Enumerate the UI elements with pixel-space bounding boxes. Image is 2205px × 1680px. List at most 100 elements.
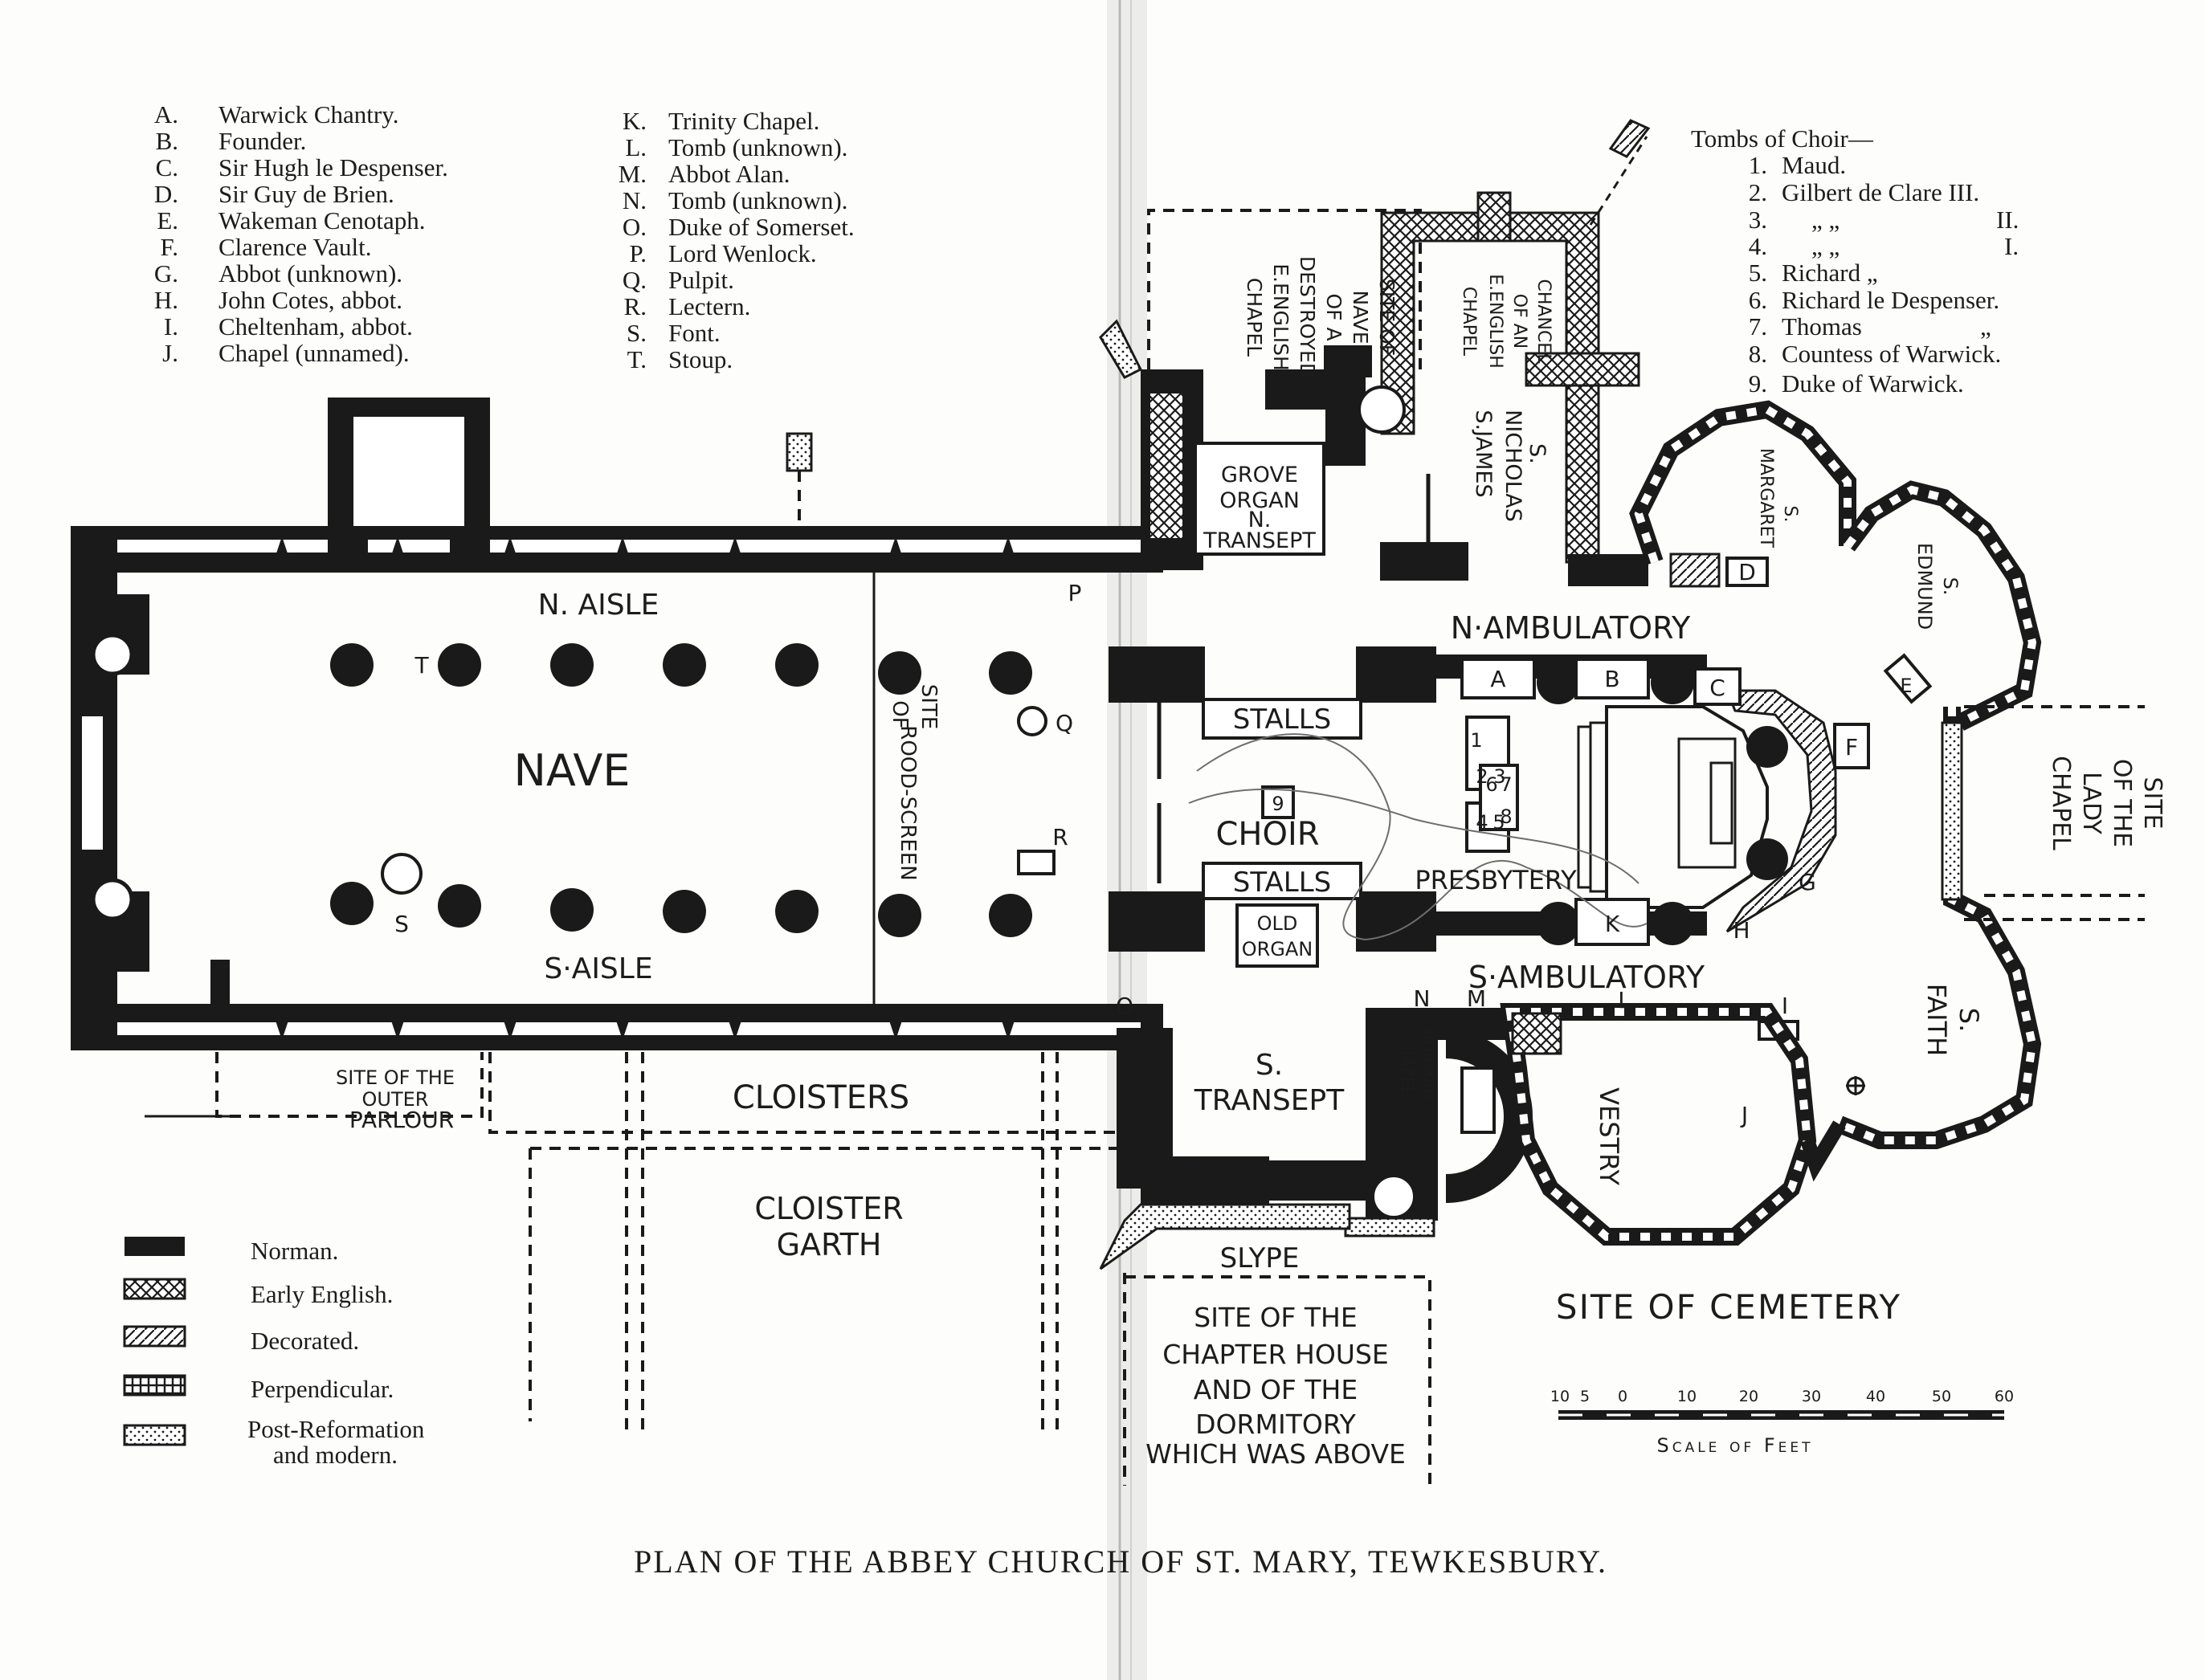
north-transept [1099,119,2042,731]
scale-bar: 10 5 0 10 20 30 40 50 60 Scale of Feet [1550,1388,2014,1457]
label-cemetery: SITE OF CEMETERY [1556,1287,1901,1327]
label-s-margaret: S. MARGARET [1756,448,1800,548]
key-e-name: Wakeman Cenotaph. [218,206,425,234]
font [381,853,423,895]
svg-text:OF: OF [888,700,912,728]
label-destroyed-chapel: SITE OF NAVE OF A DESTROYED E.ENGLISH CH… [1243,256,1399,378]
key-n-name: Tomb (unknown). [668,186,847,214]
key-b-letter: B. [156,127,178,155]
pier [438,884,481,928]
label-slype: SLYPE [1220,1242,1300,1274]
scale-tick: 10 [1550,1388,1570,1405]
svg-text:S.: S. [1780,506,1800,523]
label-old-organ-1: OLD [1257,912,1298,935]
key-p-name: Lord Wenlock. [668,239,817,267]
key-s-name: Font. [668,319,721,347]
svg-text:SITE: SITE [2138,777,2166,829]
tomb-4-name: „ „ [1811,232,1840,260]
key-m-name: Abbot Alan. [668,160,790,188]
marker-j: J [1740,1102,1748,1128]
key-p-letter: P. [629,239,647,267]
plan-title: PLAN OF THE ABBEY CHURCH OF ST. MARY, TE… [634,1543,1607,1580]
tomb-a-box [1460,658,1536,699]
label-outer-parlour-3: PARLOUR [349,1107,454,1133]
svg-text:E.ENGLISH: E.ENGLISH [1485,274,1505,369]
scale-caption: Scale of Feet [1656,1434,1813,1457]
marker-g: G [1799,869,1816,895]
label-s-edmund: S. EDMUND [1913,543,1962,630]
tomb-1-num: 1. [1749,151,1767,179]
label-nave: NAVE [514,745,631,796]
marker-p: P [1068,580,1082,606]
key-r-letter: R. [624,292,647,320]
label-norman-chapel: NORMAN CHAPEL [1398,1028,1437,1101]
label-old-organ-2: ORGAN [1242,938,1313,960]
tomb-5-num: 5. [1749,259,1767,287]
label-s-ambulatory: S·AMBULATORY [1468,960,1705,995]
label-s-transept-1: S. [1256,1049,1283,1082]
tomb-7-tail: „ [1980,312,1991,340]
key-i-name: Cheltenham, abbot. [218,312,413,340]
label-stalls-north: STALLS [1233,703,1331,736]
tomb-number: 3 [1493,765,1505,788]
svg-text:NAVE: NAVE [1349,290,1372,344]
marker-q: Q [1056,710,1073,736]
pier [989,651,1032,695]
svg-text:CHAPEL: CHAPEL [1243,278,1266,357]
label-presbytery: PRESBYTERY [1415,865,1577,895]
pier [438,643,481,687]
tomb-9-box [1261,785,1295,819]
svg-text:OF THE: OF THE [2108,759,2136,847]
svg-text:OF AN: OF AN [1509,294,1529,349]
svg-text:ROOD-SCREEN: ROOD-SCREEN [896,725,920,880]
tomb-2-num: 2. [1749,178,1767,206]
pier [663,643,706,687]
marker-n: N [1414,985,1431,1012]
marker-a: A [1490,666,1505,692]
label-grove-organ-4: TRANSEPT [1203,528,1316,553]
label-outer-parlour-2: OUTER [362,1088,429,1111]
label-choir: CHOIR [1215,816,1319,853]
marker-f: F [1845,734,1858,760]
pulpit [1017,706,1047,736]
tomb-6-name: Richard le Despenser. [1782,286,1999,314]
legend-perpendicular-label: Perpendicular. [251,1375,394,1403]
label-n-aisle: N. AISLE [538,589,659,622]
tomb-7-name: Thomas [1782,312,1862,340]
svg-text:CHAPEL: CHAPEL [1398,1033,1417,1096]
key-c-letter: C. [156,153,178,181]
key-h-name: John Cotes, abbot. [218,286,402,314]
label-lady-chapel: SITE OF THE LADY CHAPEL [2047,756,2166,850]
svg-text:FAITH: FAITH [1921,984,1952,1056]
key-j-name: Chapel (unnamed). [218,339,410,367]
nave-piers [330,643,1032,937]
old-organ-box [1235,903,1319,968]
key-d-letter: D. [154,180,178,208]
svg-text:SITE OF: SITE OF [1375,279,1399,356]
tomb-8-name: Countess of Warwick. [1782,340,2001,368]
legend: Norman. Early English. Decorated. Perpen… [123,1237,425,1469]
svg-text:LADY: LADY [2077,772,2105,834]
pier [550,643,594,687]
svg-text:AND OF THE: AND OF THE [1194,1374,1358,1405]
key-t-letter: T. [627,345,647,373]
key-r-name: Lectern. [668,292,750,320]
svg-text:OF A: OF A [1322,293,1345,340]
key-o-letter: O. [623,213,647,241]
key-g-name: Abbot (unknown). [218,259,402,287]
key-q-letter: Q. [623,266,647,294]
svg-text:S.JAMES: S.JAMES [1471,410,1496,497]
tomb-number: 4 [1476,811,1488,834]
area-labels: NAVE N. AISLE S·AISLE SITE OF ROOD-SCREE… [336,256,2166,1470]
stalls-north [1202,698,1362,740]
key-e-letter: E. [157,206,178,234]
svg-text:S.: S. [1954,1008,1984,1032]
tomb-number: 5 [1492,811,1505,834]
key-left: A. Warwick Chantry. B. Founder. C. Sir H… [154,100,448,367]
marker-s: S [394,911,409,937]
tomb-5-name: Richard „ [1782,259,1878,287]
key-d-name: Sir Guy de Brien. [218,180,394,208]
label-cloister-garth-2: GARTH [777,1227,882,1262]
pier [989,894,1032,937]
legend-decorated-swatch [123,1325,186,1348]
